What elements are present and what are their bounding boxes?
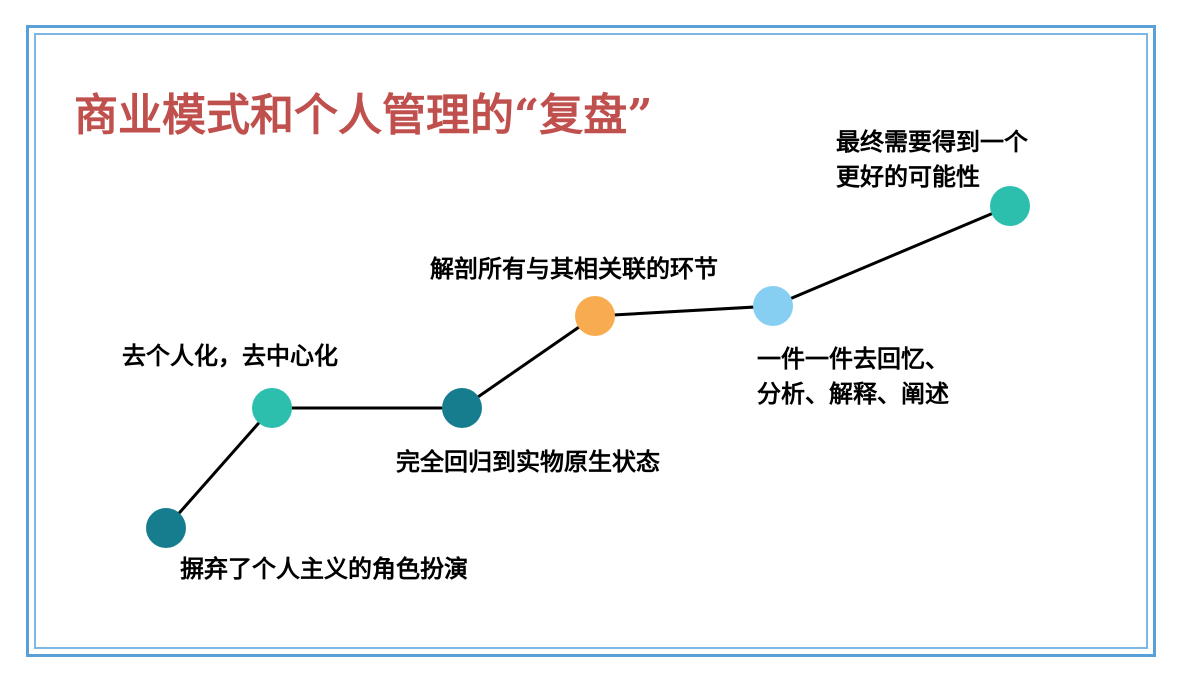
step-node-1 [146, 508, 186, 548]
step-node-2 [252, 388, 292, 428]
step-node-4 [575, 296, 615, 336]
timeline-path [164, 204, 1011, 529]
step-label-1: 摒弃了个人主义的角色扮演 [180, 555, 468, 583]
step-node-5 [753, 286, 793, 326]
outer-border [26, 25, 1156, 657]
inner-border [34, 33, 1148, 649]
step-label-5: 一件一件去回忆、 分析、解释、阐述 [757, 345, 949, 408]
step-label-4: 解剖所有与其相关联的环节 [430, 255, 718, 283]
step-label-2: 去个人化，去中心化 [122, 342, 338, 370]
step-label-6: 最终需要得到一个 更好的可能性 [836, 128, 1028, 191]
page-title: 商业模式和个人管理的“复盘” [74, 90, 653, 141]
step-node-6 [990, 186, 1030, 226]
step-node-3 [442, 388, 482, 428]
step-label-3: 完全回归到实物原生状态 [396, 448, 660, 476]
